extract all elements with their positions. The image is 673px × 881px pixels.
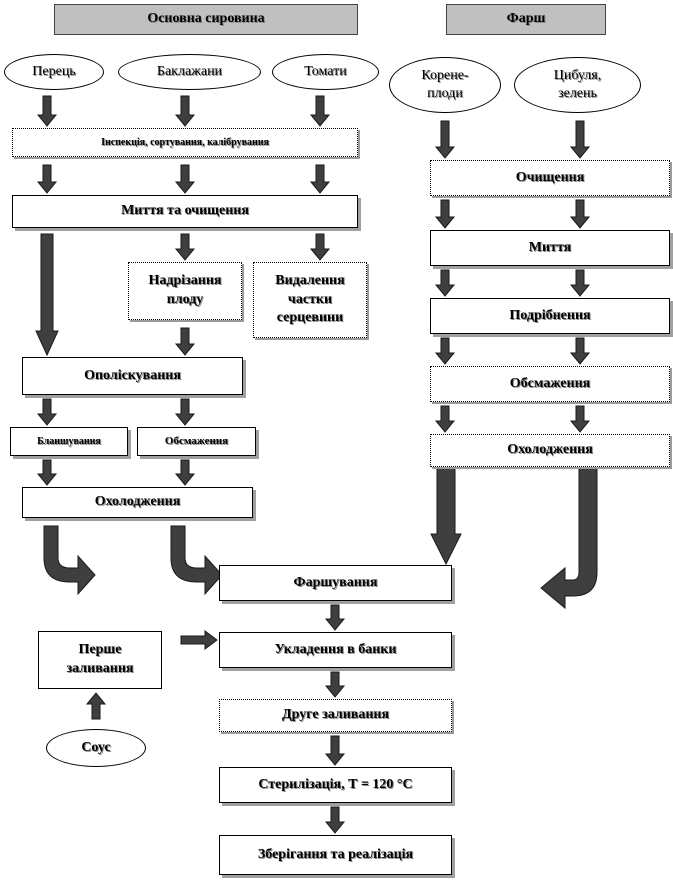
step-cooling-farsh: Охолодження	[430, 434, 670, 467]
oval-root-vegetables: Корене- плоди	[389, 57, 501, 113]
oval-eggplant: Баклажани	[118, 54, 261, 90]
step-frying-main: Обсмаження	[137, 427, 256, 456]
arrow-eggplant-inspection	[174, 95, 196, 127]
step-grinding: Подрібнення	[430, 298, 670, 334]
arrow-inspection-washing-3	[309, 164, 331, 194]
arrow-tomatoes-inspection	[309, 95, 331, 127]
step-inspection: Інспекція, сортування, калібрування	[12, 128, 358, 157]
arrow-inspection-washing-2	[174, 164, 196, 194]
arrow-washing-grinding-2	[569, 269, 591, 297]
arrow-packing-second-filling	[324, 671, 346, 698]
step-sterilization: Стерилізація, Т = 120 °С	[219, 767, 452, 803]
arrow-stuffing-packing	[324, 604, 346, 631]
arrow-onion-cleaning	[569, 120, 591, 159]
arrow-cooling-curved-1	[43, 525, 96, 596]
arrow-blanching-cooling	[36, 459, 58, 486]
arrow-washing-cutting	[174, 233, 196, 261]
arrow-cutting-rinsing	[174, 327, 196, 356]
oval-tomatoes: Томати	[272, 54, 379, 90]
arrow-farsh-curved-stuffing	[540, 457, 598, 610]
arrow-roots-cleaning	[434, 120, 456, 159]
arrow-cleaning-washing-2	[569, 199, 591, 229]
arrow-frying-cooling-2	[569, 405, 591, 433]
arrow-washing-rinsing	[35, 233, 59, 357]
step-storage: Зберігання та реалізація	[219, 835, 452, 875]
step-washing: Миття	[430, 230, 670, 266]
arrow-washing-grinding-1	[434, 269, 456, 297]
arrow-second-sterilization	[324, 735, 346, 766]
arrow-cooling-curved-2	[170, 525, 223, 596]
step-second-filling: Друге заливання	[219, 699, 452, 732]
arrow-grinding-frying-2	[569, 337, 591, 365]
step-first-filling: Перше заливання	[38, 631, 162, 689]
oval-pepper: Перець	[4, 54, 104, 90]
arrow-inspection-washing-1	[36, 164, 58, 194]
step-packing: Укладення в банки	[219, 632, 452, 668]
step-stuffing: Фаршування	[219, 565, 452, 601]
arrow-sterilization-storage	[324, 806, 346, 834]
header-farsh: Фарш	[446, 4, 606, 35]
arrow-washing-core	[309, 233, 331, 261]
oval-onion-greens: Цибуля, зелень	[514, 57, 641, 113]
oval-sauce: Соус	[46, 729, 146, 767]
arrow-farsh-cooling-stuffing	[430, 457, 462, 566]
step-cutting: Надрізання плоду	[128, 262, 242, 320]
arrow-first-filling-packing	[180, 630, 218, 650]
step-core-removal: Видалення частки серцевини	[253, 262, 367, 338]
step-cleaning: Очищення	[430, 160, 670, 196]
step-blanching: Бланшування	[10, 427, 128, 456]
step-rinsing: Ополіскування	[22, 357, 243, 395]
arrow-frying-cooling	[174, 459, 196, 486]
arrow-pepper-inspection	[36, 95, 58, 127]
step-washing-cleaning: Миття та очищення	[12, 195, 358, 228]
step-cooling-main: Охолодження	[22, 487, 253, 518]
header-main-raw-material: Основна сировина	[54, 4, 358, 35]
arrow-sauce-first-filling	[85, 692, 107, 720]
arrow-cleaning-washing-1	[434, 199, 456, 229]
arrow-grinding-frying-1	[434, 337, 456, 365]
step-frying-farsh: Обсмаження	[430, 366, 670, 402]
arrow-frying-cooling-1	[434, 405, 456, 433]
arrow-rinsing-blanching	[36, 398, 58, 426]
arrow-rinsing-frying	[174, 398, 196, 426]
